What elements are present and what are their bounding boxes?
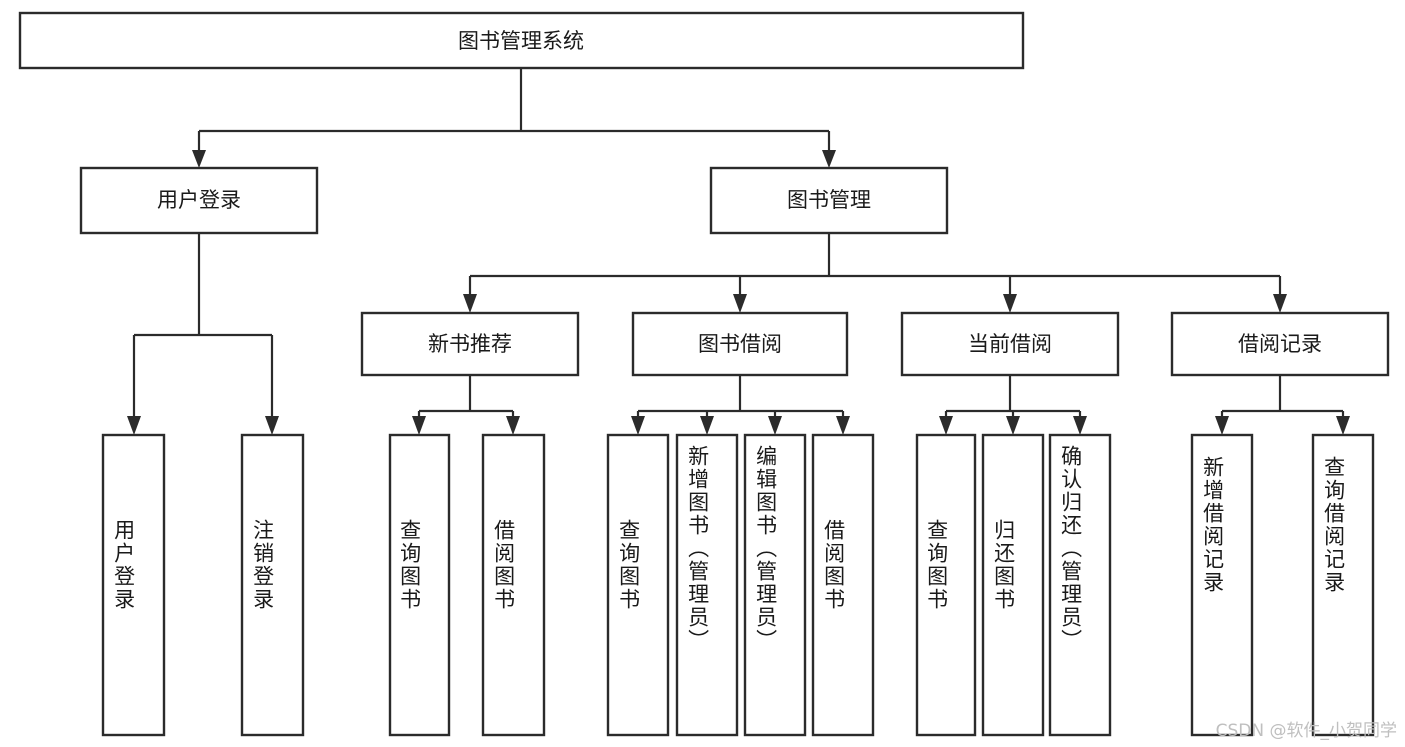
connector-borrow-record-to-leaves (1215, 375, 1350, 435)
node-book-borrow[interactable]: 图书借阅 (631, 311, 849, 377)
node-root-rect (18, 11, 1025, 70)
node-root-label: 图书管理系统 (458, 29, 584, 53)
node-new-book-recommend-label: 新书推荐 (428, 332, 512, 356)
leaf-rect-add-borrow-record[interactable] (1190, 433, 1254, 737)
leaf-rect-user-login[interactable] (101, 433, 166, 737)
node-borrow-record[interactable]: 借阅记录 (1170, 311, 1390, 377)
leaf-rect-query-borrow-record[interactable] (1311, 433, 1375, 737)
node-book-management-label: 图书管理 (787, 188, 871, 212)
leaf-rect-query-book-current[interactable] (915, 433, 977, 737)
node-new-book-recommend[interactable]: 新书推荐 (360, 311, 580, 377)
node-book-borrow-label: 图书借阅 (698, 332, 782, 356)
node-book-management[interactable]: 图书管理 (709, 166, 949, 235)
connector-root-to-level1 (192, 68, 836, 168)
connector-current-borrow-to-leaves (939, 375, 1087, 435)
connector-book-borrow-to-leaves (631, 375, 850, 435)
leaf-rect-borrow-book-recommend[interactable] (481, 433, 546, 737)
connector-book-management-to-level2 (463, 233, 1287, 313)
leaf-rect-edit-book-admin[interactable] (743, 433, 807, 737)
node-new-book-recommend-rect (360, 311, 580, 377)
node-root[interactable]: 图书管理系统 (18, 11, 1025, 70)
leaf-box-group (101, 433, 1375, 737)
leaf-rect-logout[interactable] (240, 433, 305, 737)
leaf-rect-query-book-borrow[interactable] (606, 433, 670, 737)
leaf-rect-add-book-admin[interactable] (675, 433, 739, 737)
leaf-rect-query-book-recommend[interactable] (388, 433, 451, 737)
connector-new-book-recommend-to-leaves (412, 375, 520, 435)
node-borrow-record-label: 借阅记录 (1238, 332, 1322, 356)
node-current-borrow[interactable]: 当前借阅 (900, 311, 1120, 377)
node-current-borrow-label: 当前借阅 (968, 332, 1052, 356)
connector-user-login-to-leaves (127, 233, 279, 435)
leaf-rect-borrow-book[interactable] (811, 433, 875, 737)
node-user-login[interactable]: 用户登录 (79, 166, 319, 235)
node-user-login-label: 用户登录 (157, 188, 241, 212)
leaf-rect-return-book[interactable] (981, 433, 1045, 737)
node-current-borrow-rect (900, 311, 1120, 377)
csdn-watermark: CSDN @软件_小贺同学 (1215, 721, 1397, 741)
leaf-rect-confirm-return-admin[interactable] (1048, 433, 1112, 737)
node-user-login-rect (79, 166, 319, 235)
